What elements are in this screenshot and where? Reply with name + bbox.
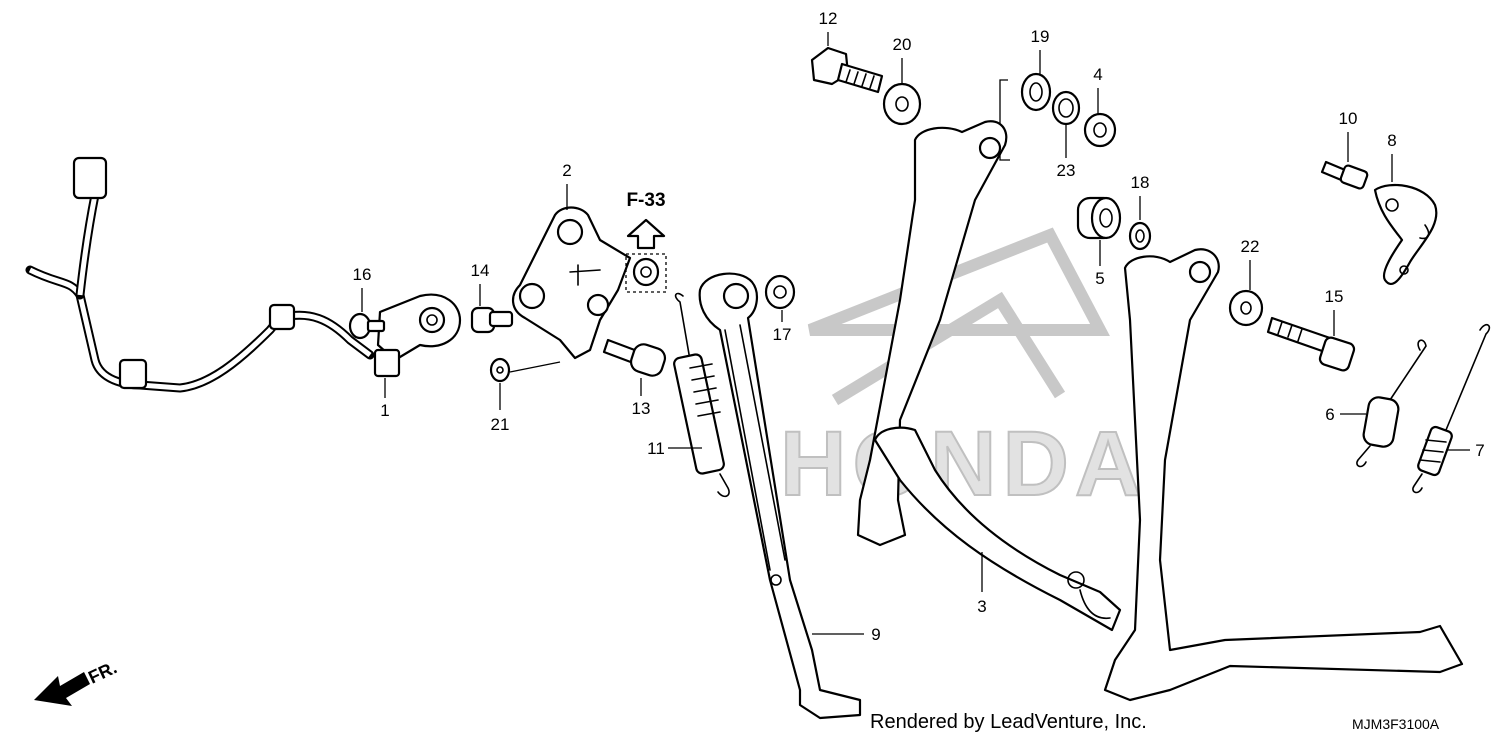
- part-16-bolt[interactable]: [348, 312, 386, 340]
- callout-7: 7: [1475, 441, 1484, 460]
- callout-3: 3: [977, 597, 986, 616]
- front-label: FR.: [85, 657, 120, 687]
- callout-15: 15: [1325, 287, 1344, 306]
- part-21-nut[interactable]: [489, 357, 511, 383]
- part-20-washer[interactable]: [882, 82, 922, 126]
- drawing-code: MJM3F3100A: [1352, 716, 1440, 732]
- callout-13: 13: [632, 399, 651, 418]
- part-6-spring[interactable]: [1356, 339, 1427, 468]
- part-19-washer[interactable]: [1020, 72, 1052, 112]
- credit-text: Rendered by LeadVenture, Inc.: [870, 711, 1147, 733]
- part-9-side-stand[interactable]: [698, 272, 862, 720]
- part-22-washer[interactable]: [1228, 289, 1264, 327]
- watermark-wing-inner: [831, 291, 1066, 406]
- part-13-bolt[interactable]: [602, 338, 668, 378]
- callout-20: 20: [893, 35, 912, 54]
- callout-11: 11: [647, 439, 665, 458]
- callout-18: 18: [1131, 173, 1150, 192]
- callout-14: 14: [471, 261, 490, 280]
- callout-17: 17: [773, 325, 792, 344]
- callout-16: 16: [353, 265, 372, 284]
- part-5-collar[interactable]: [1076, 196, 1122, 240]
- part-18-washer[interactable]: [1128, 221, 1152, 251]
- reference-label: F-33: [626, 190, 665, 211]
- part-15-bolt[interactable]: [1266, 316, 1356, 372]
- part-10-bolt[interactable]: [1320, 160, 1369, 190]
- part-12-bolt[interactable]: [810, 46, 884, 94]
- part-14-bolt[interactable]: [470, 306, 514, 334]
- callout-10: 10: [1339, 109, 1358, 128]
- callout-23: 23: [1057, 161, 1076, 180]
- front-direction-arrow: FR.: [34, 657, 120, 706]
- callout-19: 19: [1031, 27, 1050, 46]
- part-7-spring[interactable]: [1412, 323, 1491, 494]
- watermark-text: HONDA: [780, 413, 1147, 515]
- part-17-nut[interactable]: [764, 274, 796, 310]
- f33-reference-arrow: F-33: [625, 190, 667, 293]
- callout-1: 1: [380, 401, 389, 420]
- part-2-bracket[interactable]: [512, 206, 632, 360]
- callout-22: 22: [1241, 237, 1260, 256]
- callout-6: 6: [1325, 405, 1334, 424]
- part-11-spring[interactable]: [673, 292, 730, 498]
- honda-watermark: HONDA: [779, 227, 1147, 516]
- part-4-collar[interactable]: [1083, 112, 1117, 148]
- part-1-side-stand-switch[interactable]: [25, 156, 462, 393]
- part-8-bracket[interactable]: [1373, 183, 1438, 286]
- part-23-washer[interactable]: [1051, 90, 1081, 126]
- callout-12: 12: [819, 9, 838, 28]
- callout-21: 21: [491, 415, 510, 434]
- callout-2: 2: [562, 161, 571, 180]
- callout-9: 9: [871, 625, 880, 644]
- callout-5: 5: [1095, 269, 1104, 288]
- callout-4: 4: [1093, 65, 1102, 84]
- part-3-main-stand[interactable]: [856, 120, 1464, 702]
- callout-8: 8: [1387, 131, 1396, 150]
